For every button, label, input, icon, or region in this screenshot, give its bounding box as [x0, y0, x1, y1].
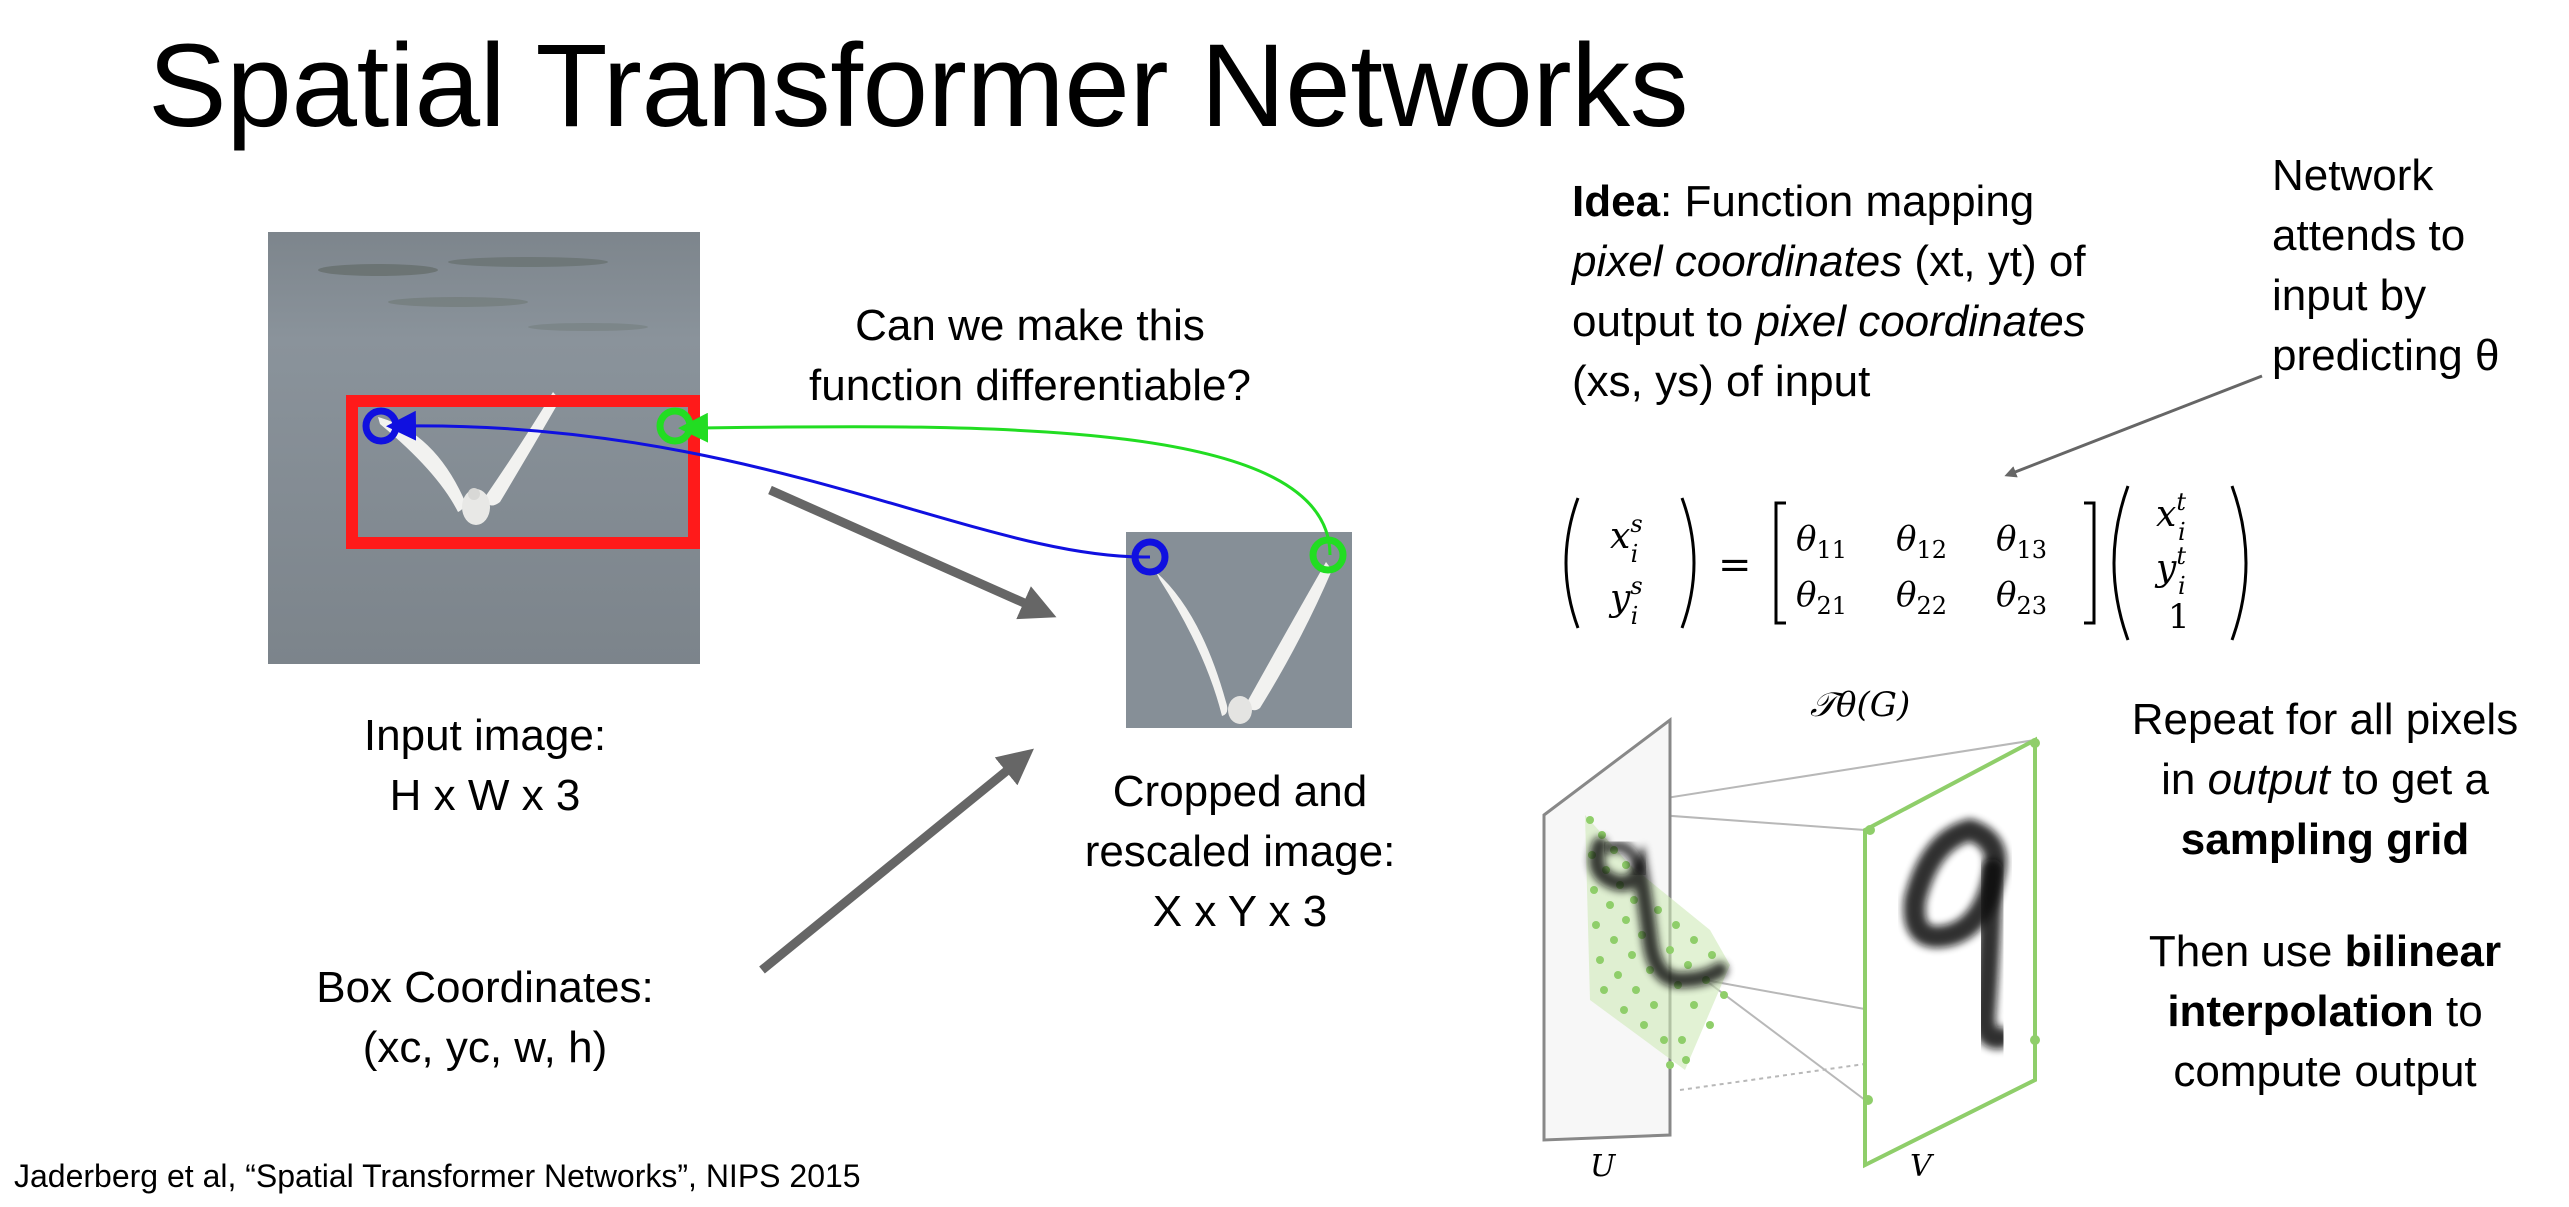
question-line-1: Can we make this	[855, 301, 1205, 350]
box-caption-line-2: (xc, yc, w, h)	[362, 1023, 608, 1072]
theta-13: θ13	[1996, 519, 2047, 564]
crop-caption-line-3: X x Y x 3	[1152, 887, 1328, 936]
crop-caption: Cropped and rescaled image: X x Y x 3	[1040, 762, 1440, 942]
green-marker-input	[656, 407, 694, 445]
crop-caption-line-1: Cropped and	[1112, 767, 1368, 816]
note-to-equation-arrow	[2004, 374, 2263, 478]
theta-23: θ23	[1996, 575, 2047, 620]
input-caption-line-1: Input image:	[363, 711, 607, 760]
citation: Jaderberg et al, “Spatial Transformer Ne…	[14, 1158, 861, 1194]
input-image	[268, 232, 700, 664]
bounding-box	[346, 395, 700, 549]
input-caption: Input image: H x W x 3	[300, 706, 670, 826]
green-marker-crop	[1309, 536, 1347, 574]
sampling-grid-figure: 𝒯θ(G) U V	[1542, 685, 2040, 1180]
bird-silhouette	[378, 392, 560, 525]
bilinear-note: Then use bilinear interpolation to compu…	[2148, 927, 2502, 1096]
theta-11: θ11	[1796, 519, 1847, 564]
plane-v-label: V	[1910, 1149, 1935, 1180]
idea-text: Idea: Function mapping pixel coordinates…	[1572, 177, 2086, 406]
theta-22: θ22	[1896, 575, 1947, 620]
question-line-2: function differentiable?	[809, 361, 1251, 410]
green-mapping-curve	[678, 412, 1332, 556]
rhs-one: 1	[2168, 597, 2190, 637]
plane-v	[1863, 736, 2037, 1169]
idea-label: Idea	[1572, 177, 1661, 226]
network-note: Network attends to input by predicting θ	[2272, 151, 2500, 380]
plane-u-label: U	[1590, 1149, 1617, 1180]
transform-label: 𝒯θ(G)	[1810, 685, 1910, 725]
slide-title: Spatial Transformer Networks	[148, 20, 1689, 152]
repeat-note: Repeat for all pixels in output to get a…	[2131, 695, 2519, 864]
coords-to-crop-arrow	[759, 748, 1034, 974]
input-caption-line-2: H x W x 3	[389, 771, 581, 820]
blue-marker-crop	[1131, 538, 1169, 576]
crop-caption-line-2: rescaled image:	[1084, 827, 1396, 876]
equals-sign: =	[1718, 542, 1752, 588]
theta-12: θ12	[1896, 519, 1947, 564]
blue-mapping-curve	[386, 410, 1151, 559]
image-to-crop-arrow	[768, 485, 1057, 620]
box-caption: Box Coordinates: (xc, yc, w, h)	[270, 958, 700, 1078]
question-text: Can we make this function differentiable…	[760, 296, 1300, 416]
blue-marker-input	[362, 407, 400, 445]
box-caption-line-1: Box Coordinates:	[316, 963, 654, 1012]
theta-21: θ21	[1796, 575, 1847, 620]
